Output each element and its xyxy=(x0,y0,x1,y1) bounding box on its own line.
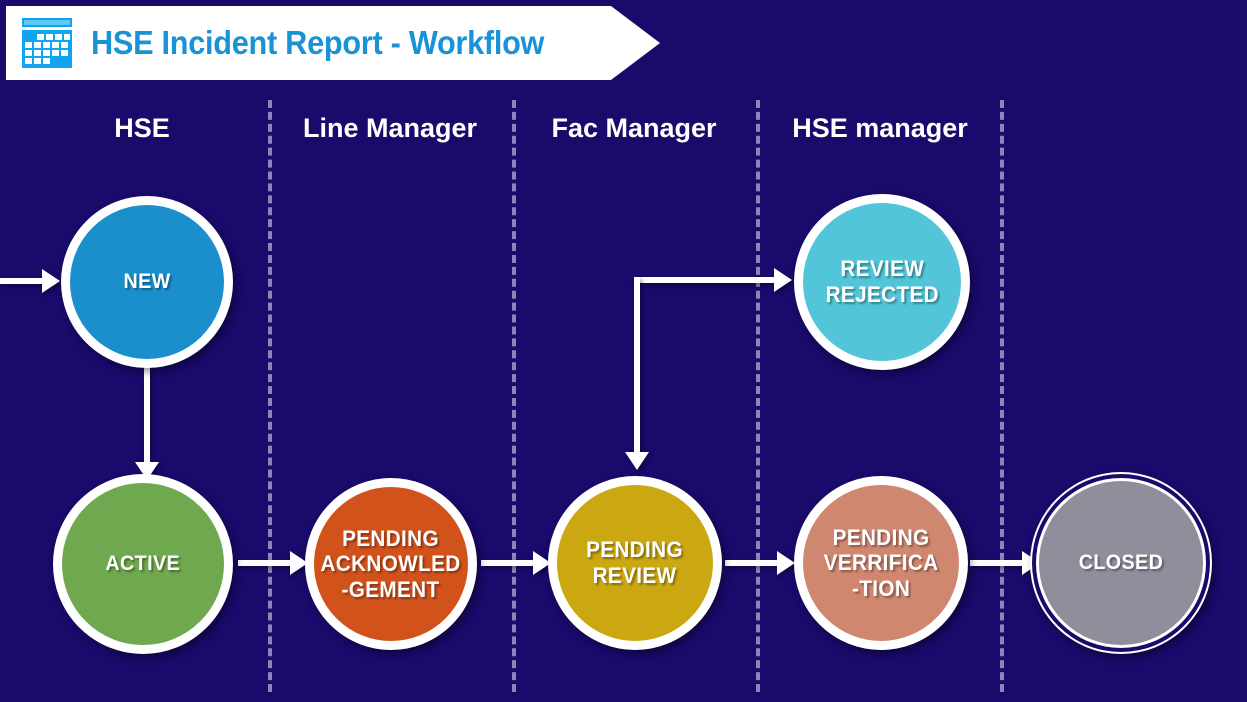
page-title: HSE Incident Report - Workflow xyxy=(91,24,545,61)
node-closed-label: CLOSED xyxy=(1078,550,1164,574)
connector-pending-acknowledgement-to-pending-review xyxy=(481,560,543,566)
connector-entry-to-new xyxy=(0,278,44,284)
calendar-icon xyxy=(22,18,72,68)
connector-branch-to-pending-review xyxy=(634,277,640,463)
lane-divider-1 xyxy=(268,100,272,692)
connector-new-to-active xyxy=(144,366,150,474)
arrowhead-entry-to-new xyxy=(42,269,60,293)
lane-header-fac-manager: Fac Manager xyxy=(551,113,717,143)
connector-pending-review-to-pending-verrification xyxy=(725,560,787,566)
node-new-label: NEW xyxy=(123,269,171,293)
title-banner: HSE Incident Report - Workflow xyxy=(6,6,660,80)
node-active-label: ACTIVE xyxy=(105,551,181,575)
lane-header-line-manager: Line Manager xyxy=(302,113,478,143)
arrowhead-pending-acknowledgement-to-pending-review xyxy=(533,551,551,575)
arrowhead-branch-to-pending-review xyxy=(625,452,649,470)
banner-content: HSE Incident Report - Workflow xyxy=(6,16,578,70)
arrowhead-pending-verrification-to-closed xyxy=(1022,551,1040,575)
connector-active-to-pending-acknowledgement xyxy=(238,560,300,566)
node-closed[interactable]: CLOSED xyxy=(1036,478,1206,648)
lane-header-hse: HSE xyxy=(114,113,170,143)
connector-pending-verrification-to-closed xyxy=(970,560,1032,566)
node-new[interactable]: NEW xyxy=(61,196,233,368)
arrowhead-pending-review-to-pending-verrification xyxy=(777,551,795,575)
arrowhead-branch-to-review-rejected xyxy=(774,268,792,292)
connector-branch-to-review-rejected xyxy=(634,277,782,283)
lane-divider-3 xyxy=(756,100,760,692)
lane-divider-2 xyxy=(512,100,516,692)
lane-divider-4 xyxy=(1000,100,1004,692)
lane-header-hse-manager: HSE manager xyxy=(792,113,968,143)
arrowhead-active-to-pending-acknowledgement xyxy=(290,551,308,575)
node-active[interactable]: ACTIVE xyxy=(53,474,233,654)
